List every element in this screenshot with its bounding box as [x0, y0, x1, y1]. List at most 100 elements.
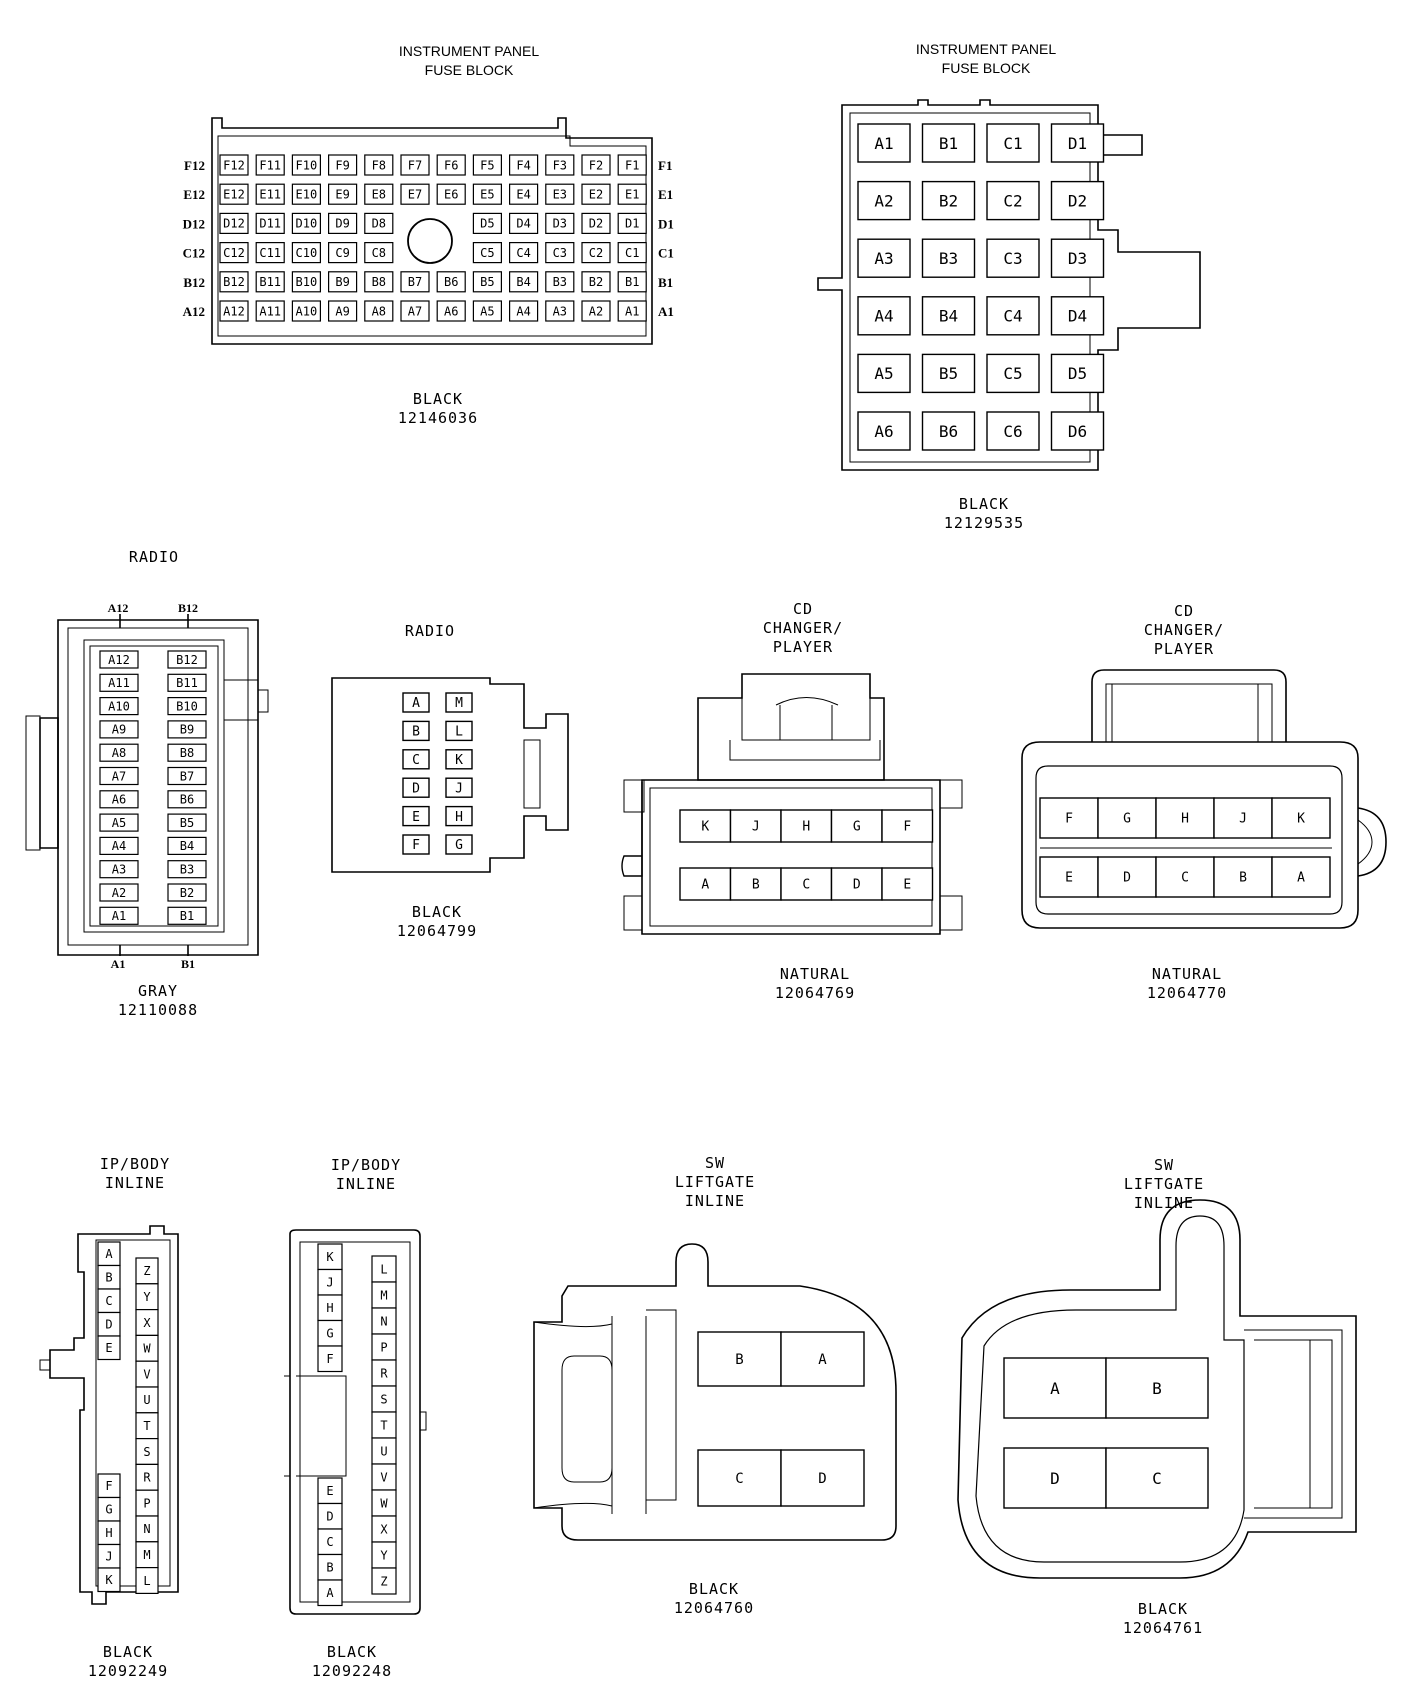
ipfb1-pin-e3: E3: [545, 183, 575, 205]
ipfb1-pin-d5-label: D5: [480, 217, 494, 231]
ipfb1-pin-d3: D3: [545, 212, 575, 234]
radio1-corner-a1: A1: [111, 957, 126, 971]
ipb2-pin-c-label: C: [326, 1535, 333, 1549]
radio1-pin-a12: A12: [99, 650, 139, 669]
radio2-pin-k-label: K: [455, 753, 463, 768]
ipfb1-title-line1: INSTRUMENT PANEL: [398, 43, 540, 59]
ipfb1-pin-c9-label: C9: [335, 246, 349, 260]
ipfb1-pin-a1-label: A1: [625, 304, 639, 318]
ipb2-pin-l-label: L: [380, 1262, 387, 1276]
ipfb1-pin-a12-label: A12: [223, 304, 245, 318]
ipb2-pin-w: W: [371, 1489, 397, 1517]
ipfb2-pin-b4-label: B4: [939, 307, 958, 326]
ipb1-pin-c: C: [97, 1288, 121, 1314]
swl2-pin-b-label: B: [1152, 1379, 1162, 1398]
ipfb1-pin-f8: F8: [364, 154, 394, 176]
cd2-pin-c-label: C: [1181, 871, 1189, 886]
ipfb1-pin-d12-label: D12: [223, 217, 245, 231]
ipfb1-pin-c11-label: C11: [259, 246, 281, 260]
ipfb1-pin-f1: F1: [617, 154, 647, 176]
ipb1-pin-b-label: B: [105, 1271, 112, 1285]
ipfb1-pin-c10-label: C10: [296, 246, 318, 260]
radio1-pin-b6: B6: [167, 790, 207, 809]
ipfb1-pin-f4: F4: [509, 154, 539, 176]
cd1-pin-b-label: B: [752, 878, 760, 893]
ipfb1-pin-f6-label: F6: [444, 158, 458, 172]
ipb1-pin-v: V: [135, 1360, 159, 1388]
ipb1-pin-j: J: [97, 1543, 121, 1569]
radio2-pin-g-label: G: [455, 838, 463, 853]
ipfb1-row-label-right: E1: [658, 187, 673, 202]
radio2-pin-j: J: [445, 777, 473, 798]
ipb1-pin-x: X: [135, 1308, 159, 1336]
ipfb1-pin-b10-label: B10: [296, 275, 318, 289]
ipfb2-pin-b1-label: B1: [939, 134, 958, 153]
radio2-pin-b-label: B: [412, 725, 420, 740]
radio2-pin-d-label: D: [412, 781, 420, 796]
ipfb2-pin-d6-label: D6: [1068, 422, 1087, 441]
ipfb2-pin-b1: B1: [921, 123, 976, 163]
ipfb1-pin-b3-label: B3: [553, 275, 567, 289]
cd1-title-line3: PLAYER: [772, 638, 834, 656]
ipfb2-pin-d5: D5: [1050, 353, 1105, 394]
ipfb2-pin-d1: D1: [1050, 123, 1105, 163]
radio2-pin-d: D: [402, 777, 430, 798]
ipb1-pin-b: B: [97, 1264, 121, 1290]
ipfb1-pin-a3-label: A3: [553, 304, 567, 318]
ipfb2-pin-a6-label: A6: [874, 422, 893, 441]
ipfb2-pin-a1: A1: [857, 123, 911, 163]
radio2-pin-c-label: C: [412, 753, 420, 768]
ipb1-pin-h-label: H: [105, 1526, 112, 1540]
cd1-caption: NATURAL 12064769: [775, 965, 855, 1003]
ipb2-pin-r-label: R: [380, 1366, 388, 1380]
swl2-pin-d-label: D: [1050, 1469, 1060, 1488]
cd1-title: CD CHANGER/ PLAYER: [763, 600, 843, 657]
swl2-part: 12064761: [1122, 1619, 1204, 1637]
radio1-pin-a2-label: A2: [112, 886, 126, 900]
ipb1-pin-n: N: [135, 1515, 159, 1543]
ipfb1-pin-a10: A10: [291, 300, 321, 322]
ipfb1-pin-c12: C12: [219, 242, 249, 264]
cd2-title-line2: CHANGER/: [1143, 621, 1225, 639]
radio2-title: RADIO: [405, 622, 455, 641]
ipb1-part: 12092249: [87, 1662, 169, 1680]
ipfb2-title-line2: FUSE BLOCK: [941, 60, 1031, 76]
radio1-corner-b1: B1: [181, 957, 195, 971]
ipfb1-pin-c3-label: C3: [553, 246, 567, 260]
ipfb1-pin-e2-label: E2: [589, 188, 603, 202]
cd2-pin-k: K: [1271, 797, 1331, 839]
ipfb1-pin-e10: E10: [291, 183, 321, 205]
swl1-title-line2: LIFTGATE: [674, 1173, 756, 1191]
ipfb2-part: 12129535: [943, 514, 1025, 532]
radio2-pin-f: F: [402, 834, 430, 855]
radio2-caption: BLACK 12064799: [397, 903, 477, 941]
swl2-pin-a: A: [1003, 1357, 1107, 1419]
ipfb2-pin-b2: B2: [921, 180, 976, 221]
ipb1-title-line2: INLINE: [104, 1174, 166, 1192]
ipfb1-pin-c4: C4: [509, 242, 539, 264]
ipfb1-pin-f2: F2: [581, 154, 611, 176]
swl1-pin-d: D: [780, 1449, 865, 1507]
radio1-pin-a2: A2: [99, 883, 139, 902]
ipb2-pin-f-label: F: [326, 1352, 333, 1366]
ipfb1-pin-a12: A12: [219, 300, 249, 322]
ipfb1-pin-e12-label: E12: [223, 188, 245, 202]
ipfb1-pin-a10-label: A10: [296, 304, 318, 318]
radio2-pin-a-label: A: [412, 696, 420, 711]
ipfb2-pin-b2-label: B2: [939, 191, 958, 210]
ipb2-pin-m-label: M: [380, 1288, 387, 1302]
radio1-pin-a11: A11: [99, 673, 139, 692]
ipb1-pin-y: Y: [135, 1283, 159, 1311]
ipfb2-pin-b6: B6: [921, 411, 976, 451]
ipfb1-pin-f8-label: F8: [372, 158, 386, 172]
ipfb1-pin-f5-label: F5: [480, 158, 494, 172]
ipfb2-pin-c6: C6: [986, 411, 1040, 451]
ipb2-title-line2: INLINE: [335, 1175, 397, 1193]
radio1-pin-a5: A5: [99, 813, 139, 832]
swl1-pin-d-label: D: [818, 1471, 826, 1487]
ipb2-pin-n-label: N: [380, 1314, 387, 1328]
ipfb1-row-label-right: B1: [658, 275, 673, 290]
ipb2-pin-y: Y: [371, 1541, 397, 1569]
ipfb2-pin-a5-label: A5: [874, 364, 893, 383]
ipfb2-pin-c3-label: C3: [1003, 249, 1022, 268]
